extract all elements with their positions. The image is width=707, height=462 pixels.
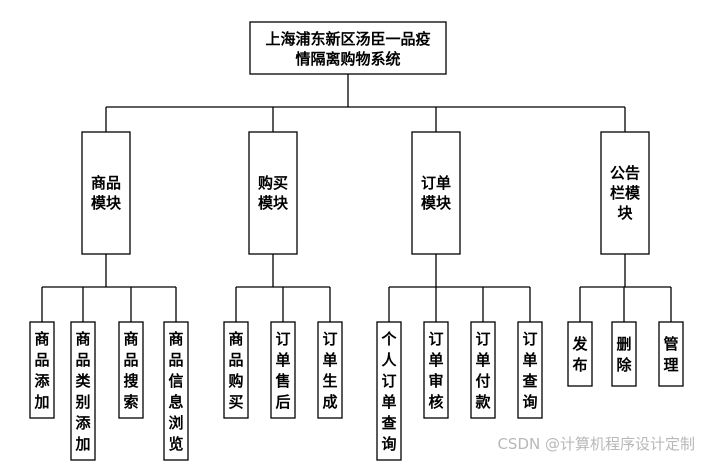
leaf-node: 个人订单查询 bbox=[376, 321, 402, 461]
leaf-node-box bbox=[163, 321, 189, 461]
module-node-label: 块 bbox=[617, 204, 633, 222]
leaf-node-box bbox=[270, 321, 296, 419]
leaf-node: 订单付款 bbox=[470, 321, 496, 419]
module-node-box bbox=[411, 131, 461, 255]
leaf-node-box bbox=[567, 321, 593, 387]
leaf-node-box bbox=[376, 321, 402, 461]
module-node-label: 模块 bbox=[91, 194, 122, 212]
module-node-label: 订单 bbox=[421, 174, 451, 192]
leaf-node-box bbox=[317, 321, 343, 419]
leaf-node-label: 商品类别添加 bbox=[74, 330, 91, 453]
leaf-node-label: 商品添加 bbox=[33, 330, 50, 411]
module-node-label: 模块 bbox=[258, 194, 289, 212]
leaf-node: 商品类别添加 bbox=[70, 321, 96, 461]
leaf-node-box bbox=[470, 321, 496, 419]
leaf-node: 订单售后 bbox=[270, 321, 296, 419]
module-node-label: 公告 bbox=[610, 164, 640, 182]
leaf-node: 管理 bbox=[658, 321, 684, 387]
leaf-node: 发布 bbox=[567, 321, 593, 387]
leaf-node: 订单生成 bbox=[317, 321, 343, 419]
leaf-node-box bbox=[658, 321, 684, 387]
leaf-node-label: 订单查询 bbox=[522, 330, 538, 411]
leaf-node: 订单审核 bbox=[423, 321, 449, 419]
leaf-node: 删除 bbox=[611, 321, 637, 387]
leaf-node-label: 管理 bbox=[663, 335, 678, 374]
root-node-box bbox=[249, 21, 447, 75]
leaf-node-label: 订单付款 bbox=[475, 330, 491, 411]
module-node-label: 购买 bbox=[258, 174, 288, 192]
module-node-box bbox=[600, 131, 650, 255]
csdn-watermark: CSDN @计算机程序设计定制 bbox=[497, 435, 695, 453]
leaf-node-box bbox=[611, 321, 637, 387]
module-node-box bbox=[248, 131, 298, 255]
module-node-box bbox=[81, 131, 131, 255]
leaf-node-box bbox=[517, 321, 543, 419]
leaf-node: 商品添加 bbox=[29, 321, 55, 419]
leaf-node-box bbox=[223, 321, 249, 419]
leaf-node-box bbox=[423, 321, 449, 419]
root-node-label: 情隔离购物系统 bbox=[295, 50, 400, 68]
module-node-label: 商品 bbox=[91, 174, 121, 192]
leaf-node-label: 商品信息浏览 bbox=[168, 330, 183, 453]
leaf-node-label: 发布 bbox=[571, 335, 588, 374]
leaf-node-label: 商品搜索 bbox=[123, 330, 139, 411]
leaf-node-label: 删除 bbox=[616, 335, 632, 374]
leaf-node: 商品搜索 bbox=[118, 321, 144, 419]
leaf-node-label: 订单生成 bbox=[322, 330, 337, 411]
module-node-label: 模块 bbox=[421, 194, 452, 212]
leaf-node-label: 个人订单查询 bbox=[380, 330, 397, 453]
leaf-node-box bbox=[29, 321, 55, 419]
leaf-node-box bbox=[70, 321, 96, 461]
leaf-node: 订单查询 bbox=[517, 321, 543, 419]
module-node-label: 栏模 bbox=[610, 184, 641, 202]
leaf-node-box bbox=[118, 321, 144, 419]
leaf-node: 商品购买 bbox=[223, 321, 249, 419]
leaf-node-label: 商品购买 bbox=[228, 330, 243, 411]
connector-lines bbox=[41, 74, 672, 322]
leaf-node-label: 订单审核 bbox=[428, 330, 443, 411]
leaf-node: 商品信息浏览 bbox=[163, 321, 189, 461]
root-node-label: 上海浦东新区汤臣一品疫 bbox=[265, 30, 430, 48]
leaf-node-label: 订单售后 bbox=[275, 330, 290, 411]
